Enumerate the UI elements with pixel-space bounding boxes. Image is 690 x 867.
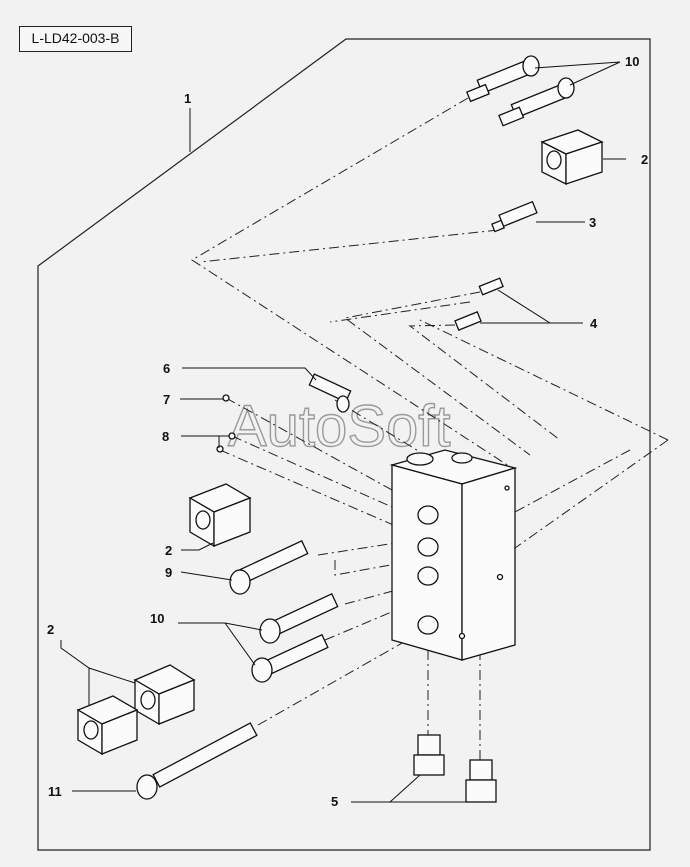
callout-5: 5 [331,794,338,809]
callout-10-lower: 10 [150,611,164,626]
cartridge-valve-9 [229,540,309,595]
callout-7: 7 [163,392,170,407]
check-valve-bottom-2 [465,759,497,803]
plug-fitting-1 [478,277,504,296]
temperature-sender [308,373,352,413]
plug-fitting-2 [454,311,482,331]
cartridge-valve-lower-1 [259,593,339,644]
callout-10-top: 10 [625,54,639,69]
callout-leader-lines [60,61,626,803]
dash-dot-routing-lines [191,97,669,760]
callout-11: 11 [48,784,62,799]
callout-numbers: 1 10 2 3 4 6 7 8 2 9 10 2 11 5 [47,54,648,809]
assembly-outline [37,38,651,851]
cartridge-valve-lower-2 [251,633,329,683]
drawing-code-label: L-LD42-003-B [19,26,132,52]
callout-2-middle: 2 [165,543,172,558]
pressure-switch [491,200,538,233]
callout-4: 4 [590,316,598,331]
callout-9: 9 [165,565,172,580]
callout-2-bottom-left: 2 [47,622,54,637]
solenoid-coil-bottom-left-1 [133,664,196,726]
cartridge-valve-top-1 [466,55,540,103]
callout-6: 6 [163,361,170,376]
callout-1: 1 [184,91,191,106]
cartridge-valve-11 [136,722,258,800]
callout-3: 3 [589,215,596,230]
solenoid-coil-top-right [540,129,604,186]
callout-8: 8 [162,429,169,444]
solenoid-coil-middle-left [188,483,252,548]
valve-block [389,449,518,661]
solenoid-coil-bottom-left-2 [76,695,139,756]
callout-2-top-right: 2 [641,152,648,167]
check-valve-bottom-1 [413,734,445,776]
cartridge-valve-top-2 [498,77,575,127]
